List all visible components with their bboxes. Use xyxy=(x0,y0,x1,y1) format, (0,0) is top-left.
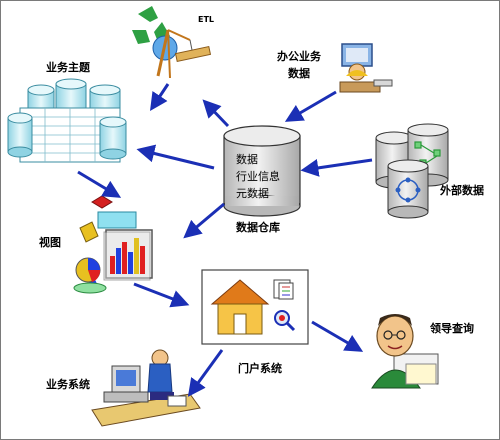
external-data-group: 外部数据 xyxy=(375,123,484,219)
arrow-topic-to-view xyxy=(77,170,122,198)
desk-computer-icon xyxy=(91,349,201,427)
etl-label: ETL xyxy=(198,15,214,24)
business-system-label: 业务系统 xyxy=(46,377,90,391)
view-label: 视图 xyxy=(39,235,61,249)
arrow-view-to-portal xyxy=(133,282,190,308)
crane-icon xyxy=(152,29,212,79)
warehouse-text-line1: 数据 xyxy=(236,152,258,166)
portal-window-icon xyxy=(201,269,309,345)
leader-person-icon xyxy=(371,314,439,389)
warehouse-text-line2: 行业信息 xyxy=(236,169,280,183)
arrow-office-to-warehouse xyxy=(284,90,337,122)
view-group: 视图 xyxy=(39,195,153,294)
chart-view-icon xyxy=(73,195,153,294)
flow-arrows xyxy=(77,83,373,397)
external-data-label: 外部数据 xyxy=(439,183,484,197)
warehouse-cylinder-icon xyxy=(223,125,301,217)
business-system-group: 业务系统 xyxy=(46,349,201,427)
portal-system-label: 门户系统 xyxy=(238,361,282,375)
arrow-warehouse-to-etl xyxy=(202,99,230,128)
office-data-label-line1: 办公业务 xyxy=(277,49,322,63)
office-data-label-line2: 数据 xyxy=(288,66,310,80)
arrow-external-to-warehouse xyxy=(300,158,373,177)
arrow-warehouse-to-topic xyxy=(136,144,215,170)
arrow-portal-to-leader xyxy=(311,320,364,352)
warehouse-caption: 数据仓库 xyxy=(236,220,280,234)
leader-query-label: 领导查询 xyxy=(429,321,474,335)
business-topic-label: 业务主题 xyxy=(46,60,91,74)
office-worker-icon xyxy=(339,43,393,93)
external-database-icon xyxy=(375,123,449,219)
table-cylinders-icon xyxy=(7,78,127,163)
business-topic-group: 业务主题 xyxy=(7,60,127,163)
arrow-portal-to-business xyxy=(187,349,224,397)
leader-group: 领导查询 xyxy=(371,314,474,389)
etl-icon-group: ETL xyxy=(132,6,214,79)
arrow-warehouse-to-view xyxy=(183,202,225,239)
warehouse-group: 数据 行业信息 元数据 数据仓库 xyxy=(223,125,301,234)
arrow-etl-to-topic xyxy=(150,83,170,111)
portal-group: 门户系统 xyxy=(201,269,309,375)
warehouse-text-line3: 元数据 xyxy=(236,186,269,200)
office-data-group: 办公业务 数据 xyxy=(277,43,393,93)
